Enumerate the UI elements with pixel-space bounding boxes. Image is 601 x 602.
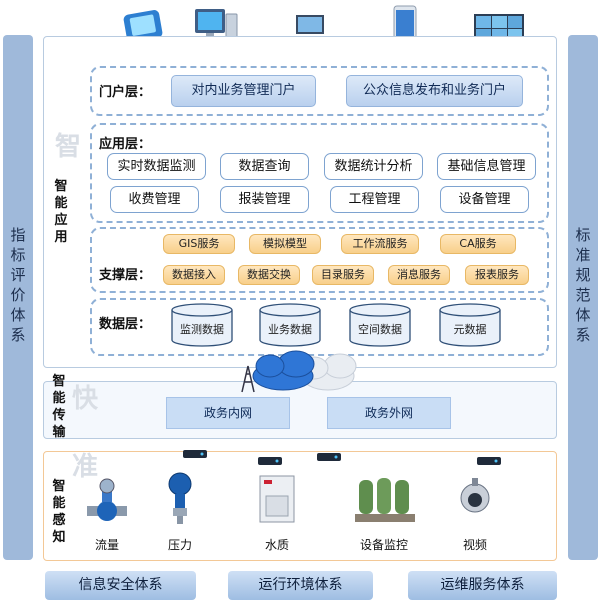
water-quality-analyzer-icon <box>259 475 295 523</box>
modem-icon <box>317 453 341 461</box>
directory-service-button[interactable]: 目录服务 <box>312 265 374 285</box>
business-data-db: 业务数据 <box>268 323 312 336</box>
cloud-network-icon <box>241 350 357 393</box>
internal-portal-button[interactable]: 对内业务管理门户 <box>171 75 316 107</box>
indicator-evaluation-system-bar: 指 标 评 价 体 系 <box>3 35 33 560</box>
gis-service-button[interactable]: GIS服务 <box>163 234 235 254</box>
label-char: 智 <box>52 374 66 389</box>
metadata-db: 元数据 <box>453 323 487 336</box>
ghost-char-zhi: 智 <box>55 132 82 162</box>
application-layer-tag: 应用层： <box>99 137 152 152</box>
portal-layer-tag: 门户层： <box>99 85 152 100</box>
label-char: 能 <box>52 496 66 511</box>
report-service-button[interactable]: 报表服务 <box>465 265 529 285</box>
monitoring-data-db: 监测数据 <box>180 323 224 336</box>
data-access-button[interactable]: 数据接入 <box>163 265 225 285</box>
workflow-service-button[interactable]: 工作流服务 <box>341 234 419 254</box>
smart-transfer-label: 智 能 传 输 <box>50 373 68 441</box>
label-char: 应 <box>54 213 68 228</box>
label-char: 能 <box>54 196 68 211</box>
flow-label: 流量 <box>94 538 119 552</box>
external-gov-network: 政务外网 <box>327 397 451 429</box>
ca-service-button[interactable]: CA服务 <box>440 234 516 254</box>
modem-icon <box>258 457 282 465</box>
basic-info-button[interactable]: 基础信息管理 <box>437 153 536 180</box>
standard-specification-system-bar: 标 准 规 范 体 系 <box>568 35 598 560</box>
smart-application-label: 智 能 应 用 <box>52 178 70 246</box>
pressure-sensor-icon <box>168 472 192 524</box>
simulation-model-button[interactable]: 模拟模型 <box>249 234 321 254</box>
spatial-data-db: 空间数据 <box>358 323 402 336</box>
ghost-char-kuai: 快 <box>72 384 99 414</box>
label-char: 范 <box>575 286 591 304</box>
label-char: 知 <box>52 530 66 545</box>
ghost-char-zhun: 准 <box>72 452 99 482</box>
internal-gov-network: 政务内网 <box>166 397 290 429</box>
label-char: 评 <box>10 266 26 284</box>
info-security-system: 信息安全体系 <box>45 571 196 600</box>
label-char: 系 <box>10 326 26 344</box>
label-char: 体 <box>10 306 26 324</box>
label-char: 系 <box>575 326 591 344</box>
flow-meter-icon <box>87 478 127 521</box>
engineering-button[interactable]: 工程管理 <box>330 186 419 213</box>
public-portal-button[interactable]: 公众信息发布和业务门户 <box>346 75 523 107</box>
label-char: 智 <box>54 179 68 194</box>
smart-perception-label: 智 能 感 知 <box>50 478 68 546</box>
installation-button[interactable]: 报装管理 <box>220 186 309 213</box>
equipment-monitor-icon <box>355 478 415 522</box>
data-layer-tag: 数据层： <box>99 317 152 332</box>
label-char: 规 <box>575 266 591 284</box>
water-quality-label: 水质 <box>264 538 289 552</box>
database-cylinders <box>171 303 501 347</box>
label-char: 用 <box>54 230 68 245</box>
data-query-button[interactable]: 数据查询 <box>220 153 309 180</box>
equipment-button[interactable]: 设备管理 <box>440 186 529 213</box>
label-char: 标 <box>575 226 591 244</box>
label-char: 智 <box>52 479 66 494</box>
standard-specification-system-label: 标 准 规 范 体 系 <box>568 225 598 345</box>
realtime-monitor-button[interactable]: 实时数据监测 <box>107 153 206 180</box>
smart-transfer-panel <box>43 381 557 439</box>
modem-icon <box>477 457 501 465</box>
label-char: 标 <box>10 246 26 264</box>
modem-icon <box>183 450 207 458</box>
data-exchange-button[interactable]: 数据交换 <box>238 265 300 285</box>
statistics-button[interactable]: 数据统计分析 <box>324 153 423 180</box>
operations-service-system: 运维服务体系 <box>408 571 557 600</box>
message-service-button[interactable]: 消息服务 <box>388 265 450 285</box>
label-char: 传 <box>52 408 66 423</box>
billing-button[interactable]: 收费管理 <box>110 186 199 213</box>
video-label: 视频 <box>462 538 487 552</box>
label-char: 价 <box>10 286 26 304</box>
equipment-monitoring-label: 设备监控 <box>359 538 408 552</box>
label-char: 能 <box>52 391 66 406</box>
surveillance-camera-icon <box>460 478 490 513</box>
label-char: 体 <box>575 306 591 324</box>
indicator-evaluation-system-label: 指 标 评 价 体 系 <box>3 225 33 345</box>
label-char: 感 <box>52 513 66 528</box>
label-char: 准 <box>575 246 591 264</box>
pressure-label: 压力 <box>167 538 192 552</box>
support-layer-tag: 支撑层： <box>99 268 152 283</box>
label-char: 指 <box>10 226 26 244</box>
operating-environment-system: 运行环境体系 <box>228 571 373 600</box>
label-char: 输 <box>52 425 66 440</box>
